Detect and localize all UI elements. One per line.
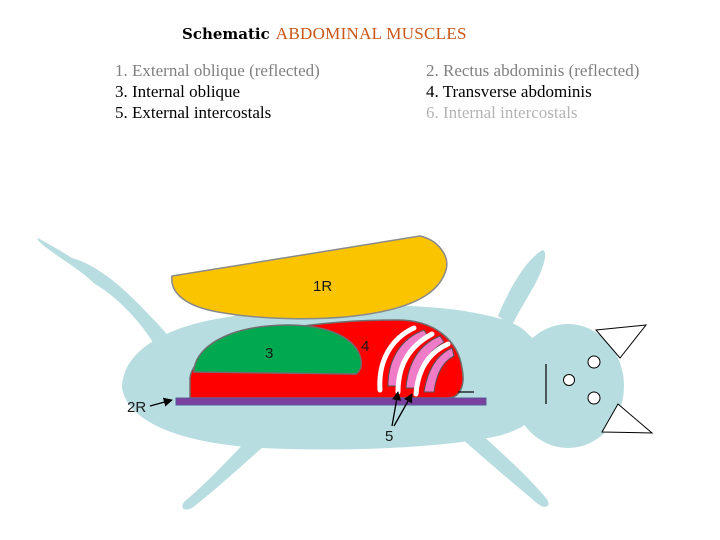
cat-rear-foot bbox=[448, 424, 549, 507]
label-rectus-abdominis: 2R bbox=[127, 399, 146, 416]
intercostal-arrow-left bbox=[391, 391, 402, 427]
legend-item-external-intercostals: 5. External intercostals bbox=[115, 103, 272, 122]
legend-item-internal-oblique: 3. Internal oblique bbox=[115, 82, 241, 101]
label-external-oblique: 1R bbox=[313, 278, 332, 295]
external-oblique-muscle bbox=[171, 235, 448, 320]
external-intercostals-group bbox=[377, 325, 451, 397]
label-transverse-abdominis: 4 bbox=[361, 338, 369, 355]
legend-item-rectus-abdominis: 2. Rectus abdominis (reflected) bbox=[426, 61, 640, 80]
cat-head bbox=[512, 324, 624, 448]
cat-nose bbox=[563, 374, 575, 386]
legend-item-transverse-abdominis: 4. Transverse abdominis bbox=[426, 82, 592, 101]
diagram-title: Schematic ABDOMINAL MUSCLES bbox=[182, 24, 467, 44]
external-intercostal-3 bbox=[413, 341, 451, 397]
rectus-abdominis-arrow bbox=[149, 397, 173, 407]
external-intercostal-1 bbox=[377, 325, 417, 393]
legend-item-external-oblique: 1. External oblique (reflected) bbox=[115, 61, 320, 80]
label-external-intercostals: 5 bbox=[385, 428, 393, 445]
cat-ear-top bbox=[594, 324, 648, 359]
intercostal-arrow-right bbox=[393, 393, 413, 427]
internal-oblique-muscle bbox=[193, 324, 362, 375]
cat-front-leg bbox=[498, 250, 546, 326]
legend-item-internal-intercostals: 6. Internal intercostals bbox=[426, 103, 578, 122]
cat-face bbox=[545, 324, 654, 434]
title-main: ABDOMINAL MUSCLES bbox=[275, 24, 467, 43]
external-intercostal-2 bbox=[395, 331, 435, 395]
cat-ear-bottom bbox=[601, 403, 654, 434]
cat-eye-bottom bbox=[587, 391, 601, 405]
cat-eye-top bbox=[587, 355, 601, 369]
title-prefix: Schematic bbox=[182, 25, 270, 43]
rectus-abdominis-muscle bbox=[175, 397, 487, 406]
label-internal-oblique: 3 bbox=[265, 345, 273, 362]
internal-intercostal-3 bbox=[423, 347, 455, 393]
